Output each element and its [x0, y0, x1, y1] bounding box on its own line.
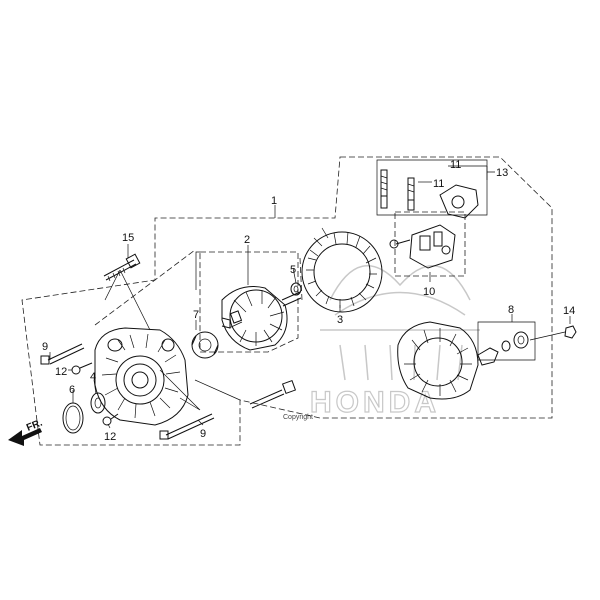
copyright-mark: Copyright	[283, 414, 313, 421]
callout-8: 8	[508, 304, 514, 316]
brush-cover-13	[439, 184, 479, 219]
honda-wordmark: HONDA	[310, 386, 440, 419]
front-direction-arrow: FR.	[8, 417, 44, 446]
callout-12-lower: 12	[104, 431, 116, 443]
rotor-2	[221, 286, 302, 351]
assembly-boundary-1	[21, 156, 553, 446]
bearing-4	[90, 392, 106, 414]
callout-13: 13	[496, 167, 508, 179]
bolt-9-upper	[40, 343, 85, 365]
bolt-9-lower	[159, 413, 215, 440]
rotor-group-boundary	[199, 251, 299, 353]
o-ring-6-inner	[65, 405, 81, 431]
screw-12-lower	[102, 413, 119, 426]
callout-14: 14	[563, 305, 575, 317]
front-housing	[94, 327, 189, 426]
callout-11-upper: 11	[450, 159, 461, 171]
callout-4: 4	[90, 371, 96, 383]
bolt-center	[249, 379, 297, 409]
callout-7: 7	[193, 309, 199, 321]
callout-3: 3	[337, 314, 343, 326]
callout-15: 15	[122, 232, 134, 244]
callout-5: 5	[290, 264, 296, 276]
screw-12-upper	[71, 362, 93, 375]
callout-1: 1	[271, 195, 277, 207]
kit-8-box	[477, 321, 536, 361]
rear-housing	[397, 321, 479, 400]
stator-3	[301, 227, 383, 313]
brush-holder-boundary	[394, 211, 466, 277]
callout-11-lower: 11	[433, 178, 444, 190]
bearing-5	[290, 282, 302, 296]
honda-wing-logo	[320, 265, 480, 381]
callout-12-upper: 12	[55, 366, 67, 378]
bearing-7	[191, 331, 219, 359]
bolt-group-boundary	[94, 249, 196, 326]
callout-6: 6	[69, 384, 75, 396]
callout-9-upper: 9	[42, 341, 48, 353]
honda-watermark: HONDA Copyright	[283, 265, 480, 421]
brush-holder-10	[389, 224, 456, 269]
leader-lines	[49, 165, 571, 429]
callout-9-lower: 9	[200, 428, 206, 440]
terminal-kit-8	[477, 331, 529, 366]
stator-group-boundary	[299, 257, 303, 301]
callout-10: 10	[423, 286, 435, 298]
bolt-15	[103, 253, 141, 282]
kit-11-box	[376, 159, 488, 216]
brushes-11	[380, 169, 415, 211]
nut-14	[529, 325, 577, 341]
callout-2: 2	[244, 234, 250, 246]
